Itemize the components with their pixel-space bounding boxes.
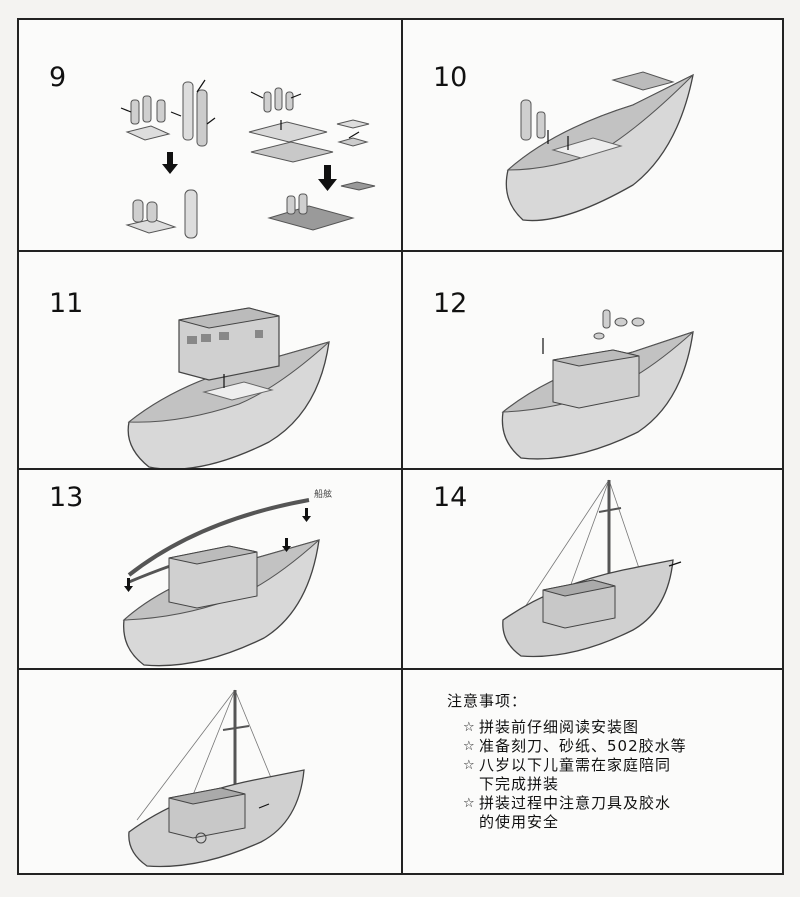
step-13-illustration [122, 498, 320, 667]
step-final-panel [19, 670, 403, 873]
step-number: 13 [49, 482, 84, 513]
step-12-illustration [501, 309, 694, 460]
step-14-panel: 14 [403, 470, 782, 670]
step-9-panel: 9 [19, 20, 403, 252]
star-icon: ☆ [463, 758, 475, 773]
step-13-panel: 13 船舷 [19, 470, 403, 670]
notes-title: 注意事项： [447, 692, 528, 710]
step-number: 9 [49, 62, 67, 93]
note-item: ☆ 拼装过程中注意刀具及胶水 的使用安全 [463, 794, 763, 832]
step-number: 12 [433, 288, 468, 319]
final-boat-illustration [128, 689, 305, 868]
step-11-panel: 11 [19, 252, 403, 470]
note-text-continued: 下完成拼装 [479, 775, 560, 793]
star-icon: ☆ [463, 796, 475, 811]
step-12-panel: 12 [403, 252, 782, 470]
note-text: 八岁以下儿童需在家庭陪同 [479, 756, 672, 774]
step-number: 14 [433, 482, 468, 513]
part-label: 船舷 [314, 490, 333, 500]
notes-panel: 注意事项： ☆ 拼装前仔细阅读安装图 ☆ 准备刻刀、砂纸、502胶水等 ☆ 八岁… [403, 670, 782, 873]
step-10-panel: 10 [403, 20, 782, 252]
note-item: ☆ 准备刻刀、砂纸、502胶水等 [463, 737, 763, 756]
step-10-illustration [505, 71, 694, 222]
note-item: ☆ 拼装前仔细阅读安装图 [463, 718, 763, 737]
note-text: 拼装过程中注意刀具及胶水 [479, 794, 672, 812]
note-text: 准备刻刀、砂纸、502胶水等 [479, 737, 687, 755]
star-icon: ☆ [463, 720, 475, 735]
note-item: ☆ 八岁以下儿童需在家庭陪同 下完成拼装 [463, 756, 763, 794]
star-icon: ☆ [463, 739, 475, 754]
step-number: 11 [49, 288, 84, 319]
step-number: 10 [433, 62, 468, 93]
step-9-illustration [120, 79, 376, 239]
step-11-illustration [127, 307, 330, 468]
step-14-illustration [502, 479, 682, 658]
instruction-grid: 9 [17, 18, 784, 875]
notes: 注意事项： ☆ 拼装前仔细阅读安装图 ☆ 准备刻刀、砂纸、502胶水等 ☆ 八岁… [443, 692, 763, 832]
note-text-continued: 的使用安全 [479, 813, 560, 831]
note-text: 拼装前仔细阅读安装图 [479, 718, 640, 736]
